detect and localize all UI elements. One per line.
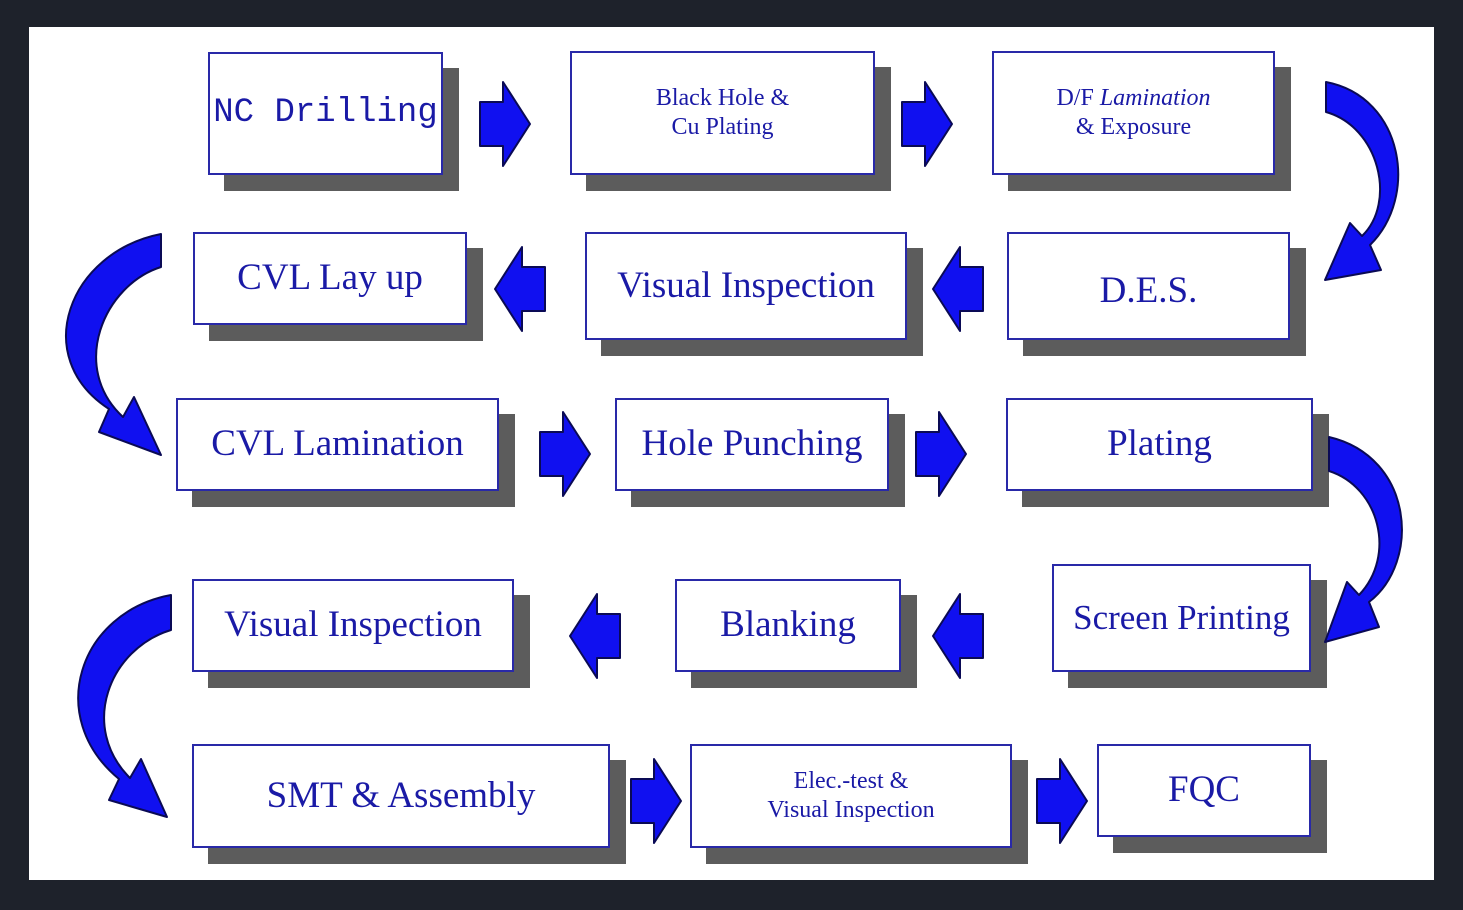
step-label-line2: Visual Inspection (767, 797, 935, 823)
arrow-left-icon (932, 593, 984, 679)
step-visual-inspection-2: Visual Inspection (192, 579, 514, 672)
curved-arrow-icon (65, 233, 162, 456)
arrow-right-icon (915, 411, 967, 497)
step-cvl-lay-up: CVL Lay up (193, 232, 467, 325)
step-label: SMT & Assembly (266, 774, 536, 816)
step-blanking: Blanking (675, 579, 901, 672)
step-label: Hole Punching (641, 423, 863, 465)
step-df-lamination-exposure: D/F Lamination & Exposure (992, 51, 1275, 175)
curved-arrow-icon (77, 594, 172, 818)
step-label-line2: & Exposure (1075, 114, 1192, 140)
curved-arrows-layer (65, 81, 1403, 818)
step-label-line2: Cu Plating (671, 114, 774, 140)
arrow-left-icon (932, 246, 984, 332)
step-label: D.E.S. (1099, 269, 1198, 311)
step-label-df: D/F (1056, 85, 1100, 112)
step-elec-test-visual-inspection: Elec.-test & Visual Inspection (690, 744, 1012, 848)
step-black-hole-cu-plating: Black Hole & Cu Plating (570, 51, 875, 175)
step-nc-drilling: NC Drilling (208, 52, 443, 175)
arrow-right-icon (901, 81, 953, 167)
step-label-line1: Black Hole & (655, 85, 790, 112)
step-visual-inspection-1: Visual Inspection (585, 232, 907, 340)
arrow-left-icon (494, 246, 546, 332)
step-label: CVL Lay up (237, 257, 423, 299)
step-label-line1: D/F Lamination (1056, 84, 1210, 113)
step-hole-punching: Hole Punching (615, 398, 889, 491)
step-label: Visual Inspection (224, 604, 482, 646)
step-label: CVL Lamination (211, 423, 464, 465)
step-label-line1: Elec.-test & (793, 768, 909, 795)
arrow-right-icon (630, 758, 682, 844)
step-fqc: FQC (1097, 744, 1311, 837)
step-label-lamination: Lamination (1099, 85, 1211, 112)
curved-arrow-icon (1324, 81, 1400, 281)
step-des: D.E.S. (1007, 232, 1290, 340)
arrow-right-icon (1036, 758, 1088, 844)
step-label: FQC (1168, 769, 1240, 811)
step-screen-printing: Screen Printing (1052, 564, 1311, 672)
step-plating: Plating (1006, 398, 1313, 491)
arrow-right-icon (539, 411, 591, 497)
step-label: Screen Printing (1073, 598, 1290, 637)
arrow-right-icon (479, 81, 531, 167)
step-label: Plating (1107, 423, 1212, 465)
step-label: Visual Inspection (617, 264, 875, 306)
step-cvl-lamination: CVL Lamination (176, 398, 499, 491)
step-label: Blanking (720, 604, 856, 646)
process-flow-diagram: NC Drilling Black Hole & Cu Plating D/F … (29, 27, 1434, 880)
step-smt-assembly: SMT & Assembly (192, 744, 610, 848)
arrow-left-icon (569, 593, 621, 679)
curved-arrow-icon (1324, 436, 1403, 643)
step-label: NC Drilling (213, 94, 438, 133)
